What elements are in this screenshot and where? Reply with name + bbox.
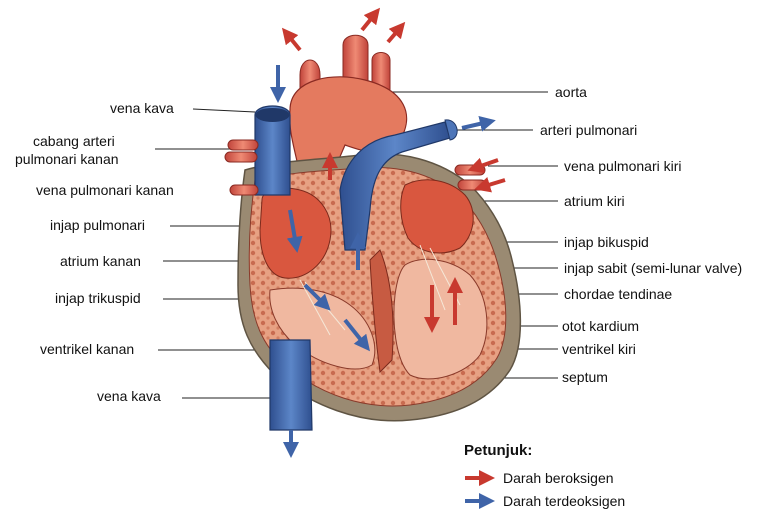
legend-icons <box>465 470 495 509</box>
label-vena-pulmonari-kanan: vena pulmonari kanan <box>36 182 174 198</box>
label-cabang-arteri-line2: pulmonari kanan <box>15 151 119 167</box>
label-vena-pulmonari-kiri: vena pulmonari kiri <box>564 158 682 174</box>
label-injap-trikuspid: injap trikuspid <box>55 290 141 306</box>
right-ventricle-chamber <box>269 287 376 370</box>
pulmonary-artery-right-end <box>444 119 458 141</box>
vena-cava-opening <box>255 108 290 122</box>
flow-arrows <box>270 7 506 458</box>
septum-wall <box>369 249 394 374</box>
legend-title: Petunjuk: <box>464 442 533 459</box>
left-ventricle-chamber <box>393 258 488 380</box>
inferior-vena-cava <box>269 339 313 431</box>
label-septum: septum <box>562 369 608 385</box>
label-ventrikel-kanan: ventrikel kanan <box>40 341 135 357</box>
pulmonary-trunk <box>339 121 451 251</box>
label-cabang-arteri-line1: cabang arteri <box>33 133 115 149</box>
label-otot-kardium: otot kardium <box>562 318 640 334</box>
label-injap-pulmonari: injap pulmonari <box>50 217 145 233</box>
label-ventrikel-kiri: ventrikel kiri <box>562 341 636 357</box>
label-atrium-kanan: atrium kanan <box>60 253 141 269</box>
label-arteri-pulmonari: arteri pulmonari <box>540 122 638 138</box>
label-vena-kava-top: vena kava <box>110 100 174 116</box>
legend-oxygenated-label: Darah beroksigen <box>503 470 614 486</box>
label-aorta: aorta <box>555 84 587 100</box>
label-injap-sabit: injap sabit (semi-lunar valve) <box>564 260 743 276</box>
superior-vena-cava <box>254 105 291 196</box>
legend-deoxygenated-label: Darah terdeoksigen <box>503 493 626 509</box>
label-atrium-kiri: atrium kiri <box>564 193 625 209</box>
label-injap-bikuspid: injap bikuspid <box>564 234 649 250</box>
label-vena-kava-bottom: vena kava <box>97 388 161 404</box>
label-chordae-tendinae: chordae tendinae <box>564 286 673 302</box>
left-atrium-chamber <box>400 179 474 254</box>
